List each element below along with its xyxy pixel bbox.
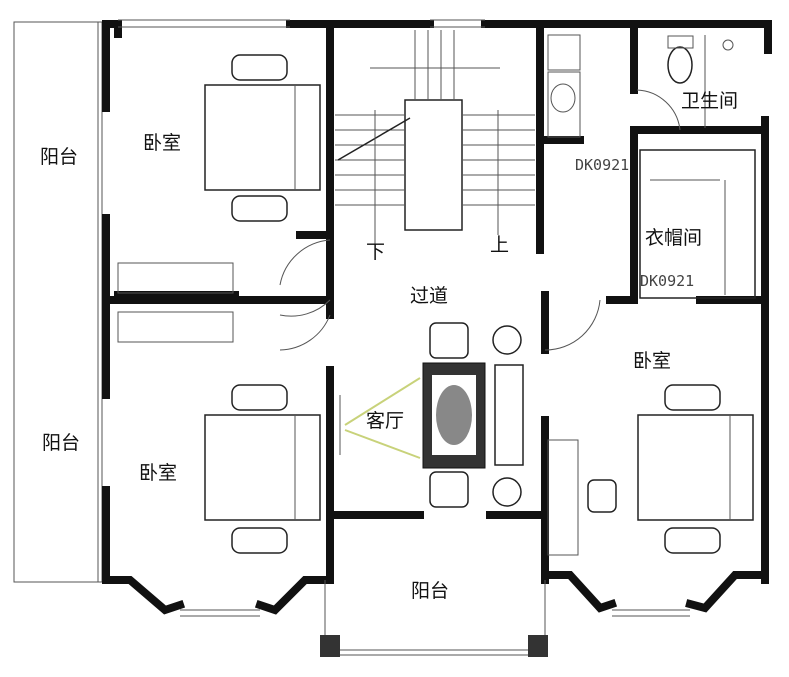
room-label-bedroom-bottom-left: 卧室 <box>139 462 178 484</box>
room-label-walk-in-closet: 衣帽间 <box>645 227 703 249</box>
stairs-down-label: 下 <box>366 241 386 263</box>
stairs-up-label: 上 <box>490 234 510 256</box>
room-label-bathroom: 卫生间 <box>681 90 739 112</box>
living-room-furniture <box>339 322 524 508</box>
bed-right <box>547 384 754 556</box>
room-label-bedroom-top-left: 卧室 <box>143 132 182 154</box>
closets <box>117 179 726 343</box>
room-label-balcony-bottom: 阳台 <box>411 580 450 602</box>
door-code-bathroom: DK0921 <box>575 156 630 174</box>
room-label-balcony-top-left: 阳台 <box>40 146 79 168</box>
bed-bottom-left <box>204 384 321 554</box>
door-swings <box>279 89 681 351</box>
room-label-corridor: 过道 <box>410 285 449 307</box>
door-code-closet: DK0921 <box>640 272 695 290</box>
bottom-balcony <box>320 580 548 657</box>
bathroom-fixtures <box>547 34 734 138</box>
room-label-bedroom-right: 卧室 <box>633 350 672 372</box>
room-label-living-room: 客厅 <box>366 410 405 432</box>
left-balcony-outline <box>13 21 103 583</box>
staircase <box>335 30 535 245</box>
room-label-balcony-bottom-left: 阳台 <box>42 432 81 454</box>
bed-top-left <box>204 54 321 222</box>
walls <box>102 19 772 617</box>
